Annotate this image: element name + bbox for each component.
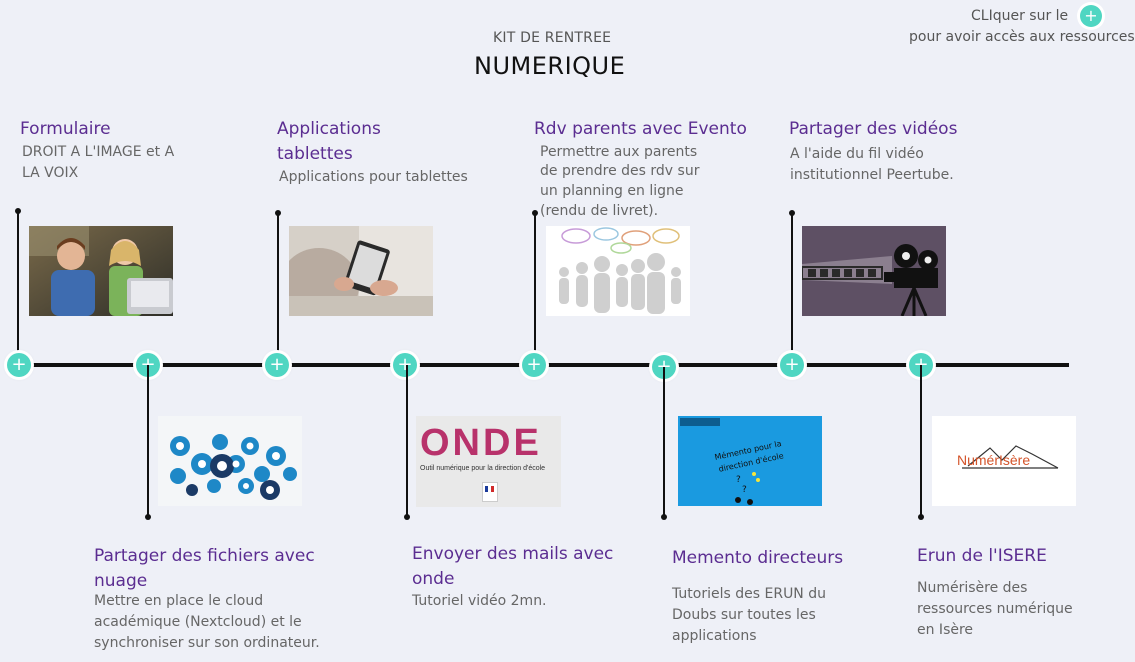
item-title-fichiers: Partager des fichiers avec [94,546,315,566]
item-title-applications: Applications [277,119,381,139]
timeline-connector [406,365,408,517]
item-desc-evento-line1: Permettre aux parents [540,144,698,160]
onde-logo-subtitle: Outil numérique pour la direction d'écol… [420,465,546,472]
item-desc-erun-line2: ressources numérique [917,601,1073,617]
tablet-reading-photo [289,226,433,316]
timeline-connector [920,365,922,517]
hint-text-line2: pour avoir accès aux ressources [909,29,1135,45]
film-projector-illustration [802,226,946,316]
item-desc-formulaire-line1: DROIT A L'IMAGE et A [22,144,175,160]
item-desc-fichiers-line3: synchroniser sur son ordinateur. [94,635,320,651]
item-desc-evento-line2: de prendre des rdv sur [540,163,700,179]
item-desc-evento-line4: (rendu de livret). [540,203,659,219]
page-title: NUMERIQUE [474,52,626,80]
onde-logo: ONDE Outil numérique pour la direction d… [416,416,561,507]
timeline-connector [663,367,665,517]
item-desc-applications: Applications pour tablettes [279,169,468,185]
onde-logo-text: ONDE [420,422,542,464]
people-speech-bubbles-illustration [546,226,690,316]
item-title-applications-line2: tablettes [277,144,353,164]
item-desc-fichiers-line2: académique (Nextcloud) et le [94,614,302,630]
svg-text:?: ? [736,475,741,485]
memento-slide: Mémento pour la direction d'école ? ? [678,416,822,506]
timeline-plus-button-applications[interactable]: + [265,353,289,377]
item-title-formulaire: Formulaire [20,119,111,139]
item-desc-videos-line1: A l'aide du fil vidéo [790,146,924,162]
timeline-dot [918,514,924,520]
hint-text-line1: CLIquer sur le [971,8,1069,24]
timeline-plus-button-formulaire[interactable]: + [7,353,31,377]
item-title-videos: Partager des vidéos [789,119,958,139]
page-subtitle: KIT DE RENTREE [493,30,612,46]
item-title-memento: Memento directeurs [672,548,844,568]
item-desc-memento-line1: Tutoriels des ERUN du [672,586,826,602]
timeline-connector [277,213,279,365]
timeline-plus-button-videos[interactable]: + [780,353,804,377]
timeline-dot [661,514,667,520]
item-desc-videos-line2: institutionnel Peertube. [790,167,954,183]
item-desc-erun-line1: Numérisère des [917,580,1028,596]
timeline-connector [147,365,149,517]
item-title-evento: Rdv parents avec Evento [534,119,747,139]
item-desc-memento-line3: applications [672,628,757,644]
republique-flag-icon [482,482,498,502]
timeline-connector [791,213,793,365]
timeline-plus-button-evento[interactable]: + [522,353,546,377]
gears-cloud-illustration [158,416,302,506]
item-title-onde: Envoyer des mails avec [412,544,614,564]
item-desc-onde: Tutoriel vidéo 2mn. [412,593,547,609]
item-desc-evento-line3: un planning en ligne [540,183,684,199]
item-title-onde-line2: onde [412,569,455,589]
item-title-erun: Erun de l'ISERE [917,546,1047,566]
plus-icon[interactable]: + [1080,5,1102,27]
timeline-dot [145,514,151,520]
timeline-connector [534,213,536,365]
numerisere-logo: NumérIsère [932,416,1076,506]
timeline-dot [404,514,410,520]
children-laptop-photo [29,226,173,316]
item-desc-memento-line2: Doubs sur toutes les [672,607,816,623]
item-title-fichiers-line2: nuage [94,571,148,591]
item-desc-formulaire-line2: LA VOIX [22,165,79,181]
item-desc-erun-line3: en Isère [917,622,974,638]
numerisere-logo-text: NumérIsère [957,452,1031,468]
timeline-connector [17,211,19,365]
svg-text:?: ? [742,485,747,495]
timeline-plus-button-onde[interactable]: + [393,353,417,377]
item-desc-fichiers-line1: Mettre en place le cloud [94,593,264,609]
